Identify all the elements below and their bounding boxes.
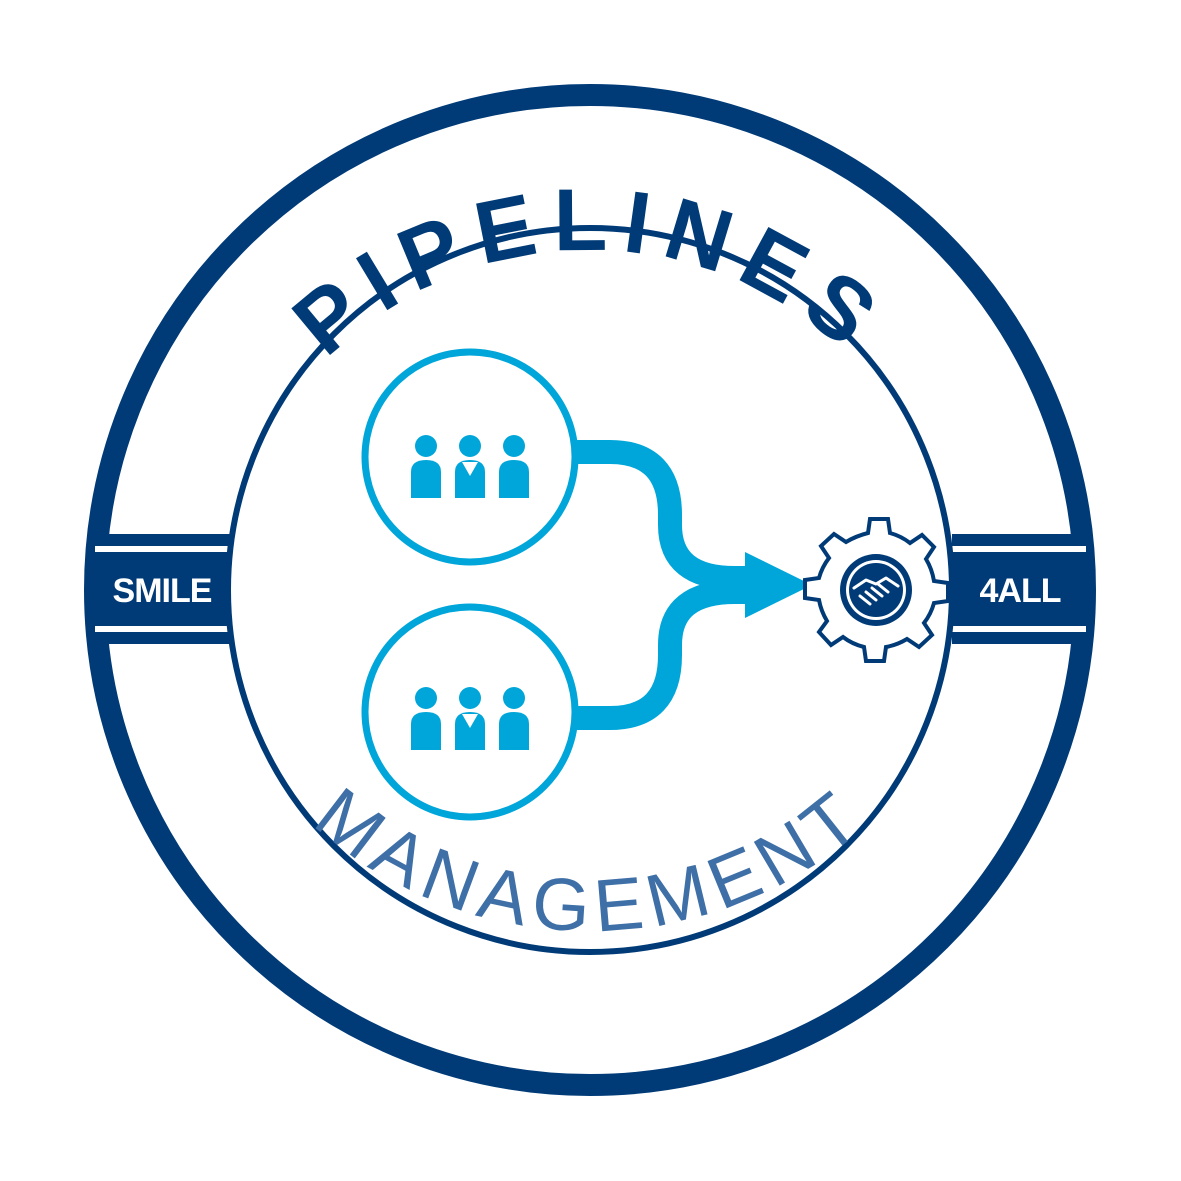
group-bottom [361,603,579,821]
merge-arrow-icon [566,440,767,730]
arrow-head-icon [745,552,812,618]
band-right [952,534,1086,644]
team-group-icon [411,687,529,750]
group-top [361,348,579,566]
band-right-label: 4ALL [980,572,1061,610]
team-group-icon [411,435,529,498]
band-left-label: SMILE [113,572,212,610]
gear-handshake-icon [803,517,950,663]
band-left [95,534,230,644]
